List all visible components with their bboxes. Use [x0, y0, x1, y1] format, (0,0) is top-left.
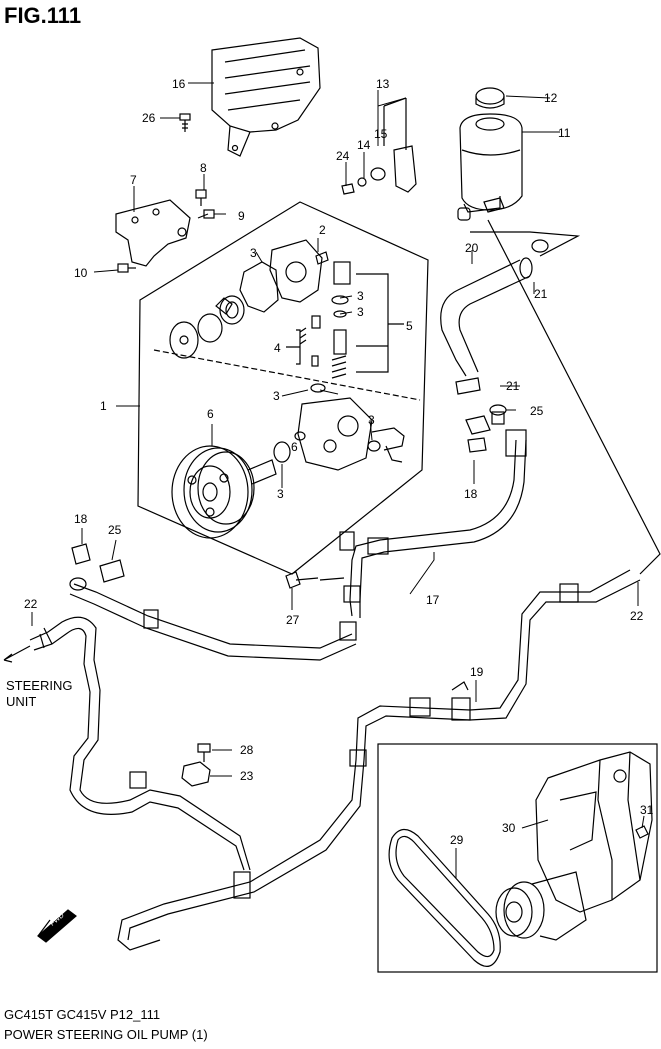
footer-models: GC415T GC415V P12_111: [4, 1007, 161, 1022]
dash-divider: [153, 349, 421, 401]
callout-16: 16: [172, 77, 186, 91]
callout-15: 15: [374, 127, 388, 141]
steering-unit-label-1: STEERING: [6, 678, 73, 693]
bracket-5: [356, 273, 404, 373]
return-pipe: [69, 583, 357, 661]
footer-caption: POWER STEERING OIL PUMP (1): [4, 1027, 208, 1042]
heat-shield-part: [211, 37, 321, 157]
callout-25b: 25: [530, 404, 544, 418]
pulley-30-part: [495, 871, 587, 941]
callout-11: 11: [558, 126, 571, 140]
callout-3c: 3: [357, 305, 364, 319]
callout-3f: 3: [277, 487, 284, 501]
steering-unit-label-2: UNIT: [6, 694, 37, 709]
callout-21b: 21: [506, 379, 520, 393]
pipe-19: [117, 569, 641, 951]
reservoir-11-part: [457, 87, 523, 221]
callout-5: 5: [406, 319, 413, 333]
callout-18b: 18: [464, 487, 478, 501]
suction-hose-20: [440, 231, 581, 395]
callout-20: 20: [465, 241, 479, 255]
flow-valve-parts: [299, 261, 351, 379]
bracket-7-part: [115, 189, 215, 273]
leader-lines: [31, 82, 645, 878]
fitting-25-right: [465, 404, 507, 453]
callout-6b: 6: [291, 440, 298, 454]
pump-assembly-outline: [137, 201, 429, 575]
callout-17: 17: [426, 593, 440, 607]
clamp-23-part: [181, 743, 211, 787]
callout-7: 7: [130, 173, 137, 187]
belt-29-part: [388, 828, 501, 967]
seal-6: [273, 441, 291, 463]
figure-title: FIG.111: [4, 3, 82, 28]
callout-12: 12: [544, 91, 558, 105]
o-ring-3b: [367, 440, 381, 452]
callout-18a: 18: [74, 512, 88, 526]
rotor-part: [169, 297, 233, 359]
callout-9: 9: [238, 209, 245, 223]
callout-10: 10: [74, 266, 88, 280]
callout-22a: 22: [24, 597, 38, 611]
bracket-4: [286, 329, 301, 365]
leader-return: [487, 219, 661, 575]
bracket-30-part: [535, 751, 653, 913]
fitting-18-left: [69, 543, 125, 591]
callout-3b: 3: [357, 289, 364, 303]
callout-4: 4: [274, 341, 281, 355]
callout-28: 28: [240, 743, 254, 757]
bolt-2: [315, 251, 329, 265]
fwd-arrow: [37, 909, 77, 943]
callout-6a: 6: [207, 407, 214, 421]
callout-27: 27: [286, 613, 300, 627]
callout-29: 29: [450, 833, 464, 847]
bolt-27: [285, 571, 319, 589]
steering-arrow: [3, 645, 31, 663]
callout-3e: 3: [368, 413, 375, 427]
callout-13: 13: [376, 77, 390, 91]
callout-22b: 22: [630, 609, 644, 623]
callout-2: 2: [319, 223, 326, 237]
bracket-13-part: [341, 97, 417, 195]
callout-3d: 3: [273, 389, 280, 403]
rear-cover-part: [219, 239, 323, 325]
bolt-31: [635, 825, 649, 839]
callout-31: 31: [640, 803, 654, 817]
o-ring-3c: [294, 431, 306, 441]
callout-3a: 3: [250, 246, 257, 260]
callout-19: 19: [470, 665, 484, 679]
callout-25a: 25: [108, 523, 122, 537]
callout-1: 1: [100, 399, 107, 413]
bolt-26: [179, 113, 191, 132]
callout-labels: 1 2 3 3 3 3 3 3 4 5 6 6 7 8 9 10 11 12 1…: [24, 77, 654, 847]
inset-box: [377, 743, 658, 973]
callout-30: 30: [502, 821, 516, 835]
pump-body-part: [297, 397, 405, 471]
callout-26: 26: [142, 111, 156, 125]
callout-21a: 21: [534, 287, 548, 301]
pressure-hose-17: [319, 429, 527, 618]
callout-8: 8: [200, 161, 207, 175]
callout-23: 23: [240, 769, 254, 783]
callout-14: 14: [357, 138, 371, 152]
callout-24: 24: [336, 149, 350, 163]
pulley-6-part: [171, 445, 277, 539]
hose-22-left: [29, 616, 251, 871]
o-ring-3a: [310, 383, 326, 393]
